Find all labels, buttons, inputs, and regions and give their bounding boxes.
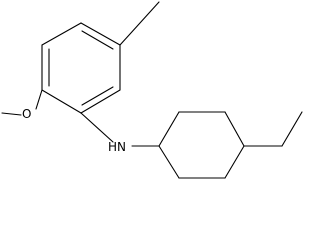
benzene-ring [41,22,121,114]
ethyl-bond [281,111,303,147]
ring-bond [224,111,245,147]
aryl-nitrogen-bond [80,112,114,143]
nitrogen-label: HN [108,140,126,154]
cyclohexane-ring [158,111,245,179]
oxygen-label: O [22,107,31,121]
ring-double-bond [81,30,114,50]
ring-double-bond [81,86,114,106]
structure-diagram: O HN [1,1,303,179]
ring-bond [158,145,180,179]
ring-bond [224,145,245,179]
ring-bond [41,22,82,46]
ring-bond [80,22,121,46]
aryl-oxygen-bond [35,89,43,110]
oxygen-methyl-bond [1,112,22,116]
ring-bond [80,89,121,114]
methyl-bond [119,1,160,46]
ring-bond [41,89,82,114]
ring-bond [158,111,180,147]
